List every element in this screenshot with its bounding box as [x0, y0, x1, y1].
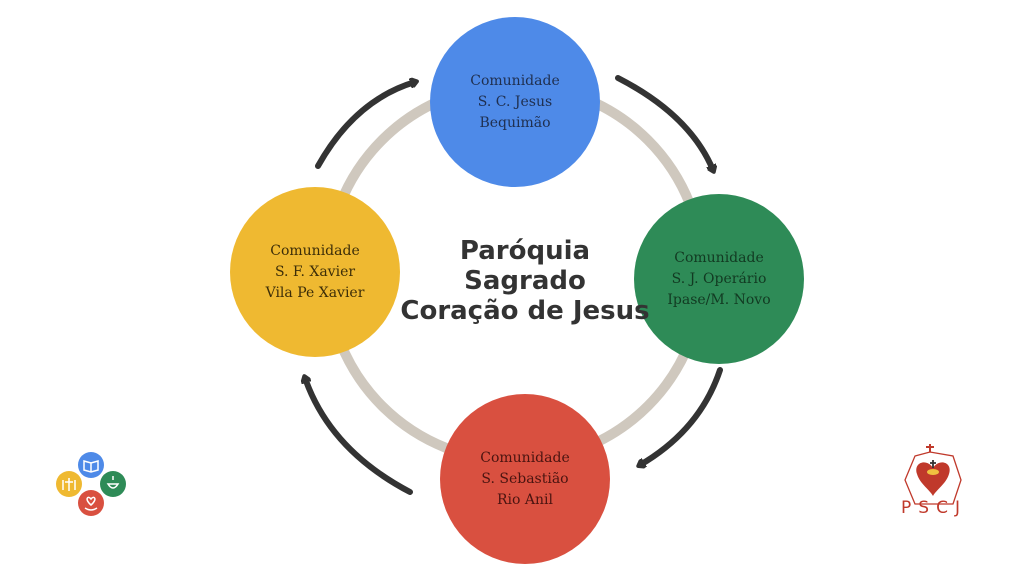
node-line: Comunidade	[674, 249, 764, 266]
node-line: Ipase/M. Novo	[667, 291, 771, 308]
node-line: Bequimão	[479, 114, 551, 131]
node-line: Vila Pe Xavier	[265, 284, 365, 301]
node-line: S. J. Operário	[671, 270, 767, 287]
sacred-heart-logo-icon	[904, 444, 962, 505]
node-sj-operario: Comunidade S. J. Operário Ipase/M. Novo	[634, 194, 804, 364]
node-line: Rio Anil	[497, 491, 553, 508]
node-sf-xavier: Comunidade S. F. Xavier Vila Pe Xavier	[230, 187, 400, 357]
arrow-right-to-bottom	[640, 367, 723, 465]
node-line: Comunidade	[470, 72, 560, 89]
node-line: Comunidade	[270, 242, 360, 259]
title-line: Coração de Jesus	[400, 296, 650, 326]
node-line: S. C. Jesus	[477, 93, 553, 110]
arrow-top-to-right	[615, 75, 713, 170]
node-line: Comunidade	[480, 449, 570, 466]
node-sc-jesus: Comunidade S. C. Jesus Bequimão	[430, 17, 600, 187]
node-s-sebastiao: Comunidade S. Sebastião Rio Anil	[440, 394, 610, 564]
node-line: S. F. Xavier	[274, 263, 356, 280]
center-title: Paróquia Sagrado Coração de Jesus	[390, 236, 660, 326]
pastoral-logo-icon	[56, 452, 126, 516]
arrow-bottom-to-left	[305, 378, 413, 495]
arrow-left-to-top	[315, 82, 415, 169]
title-line: Sagrado	[464, 266, 586, 296]
node-line: S. Sebastião	[481, 470, 569, 487]
logo-text: PSCJ	[901, 498, 967, 518]
title-line: Paróquia	[459, 236, 591, 266]
